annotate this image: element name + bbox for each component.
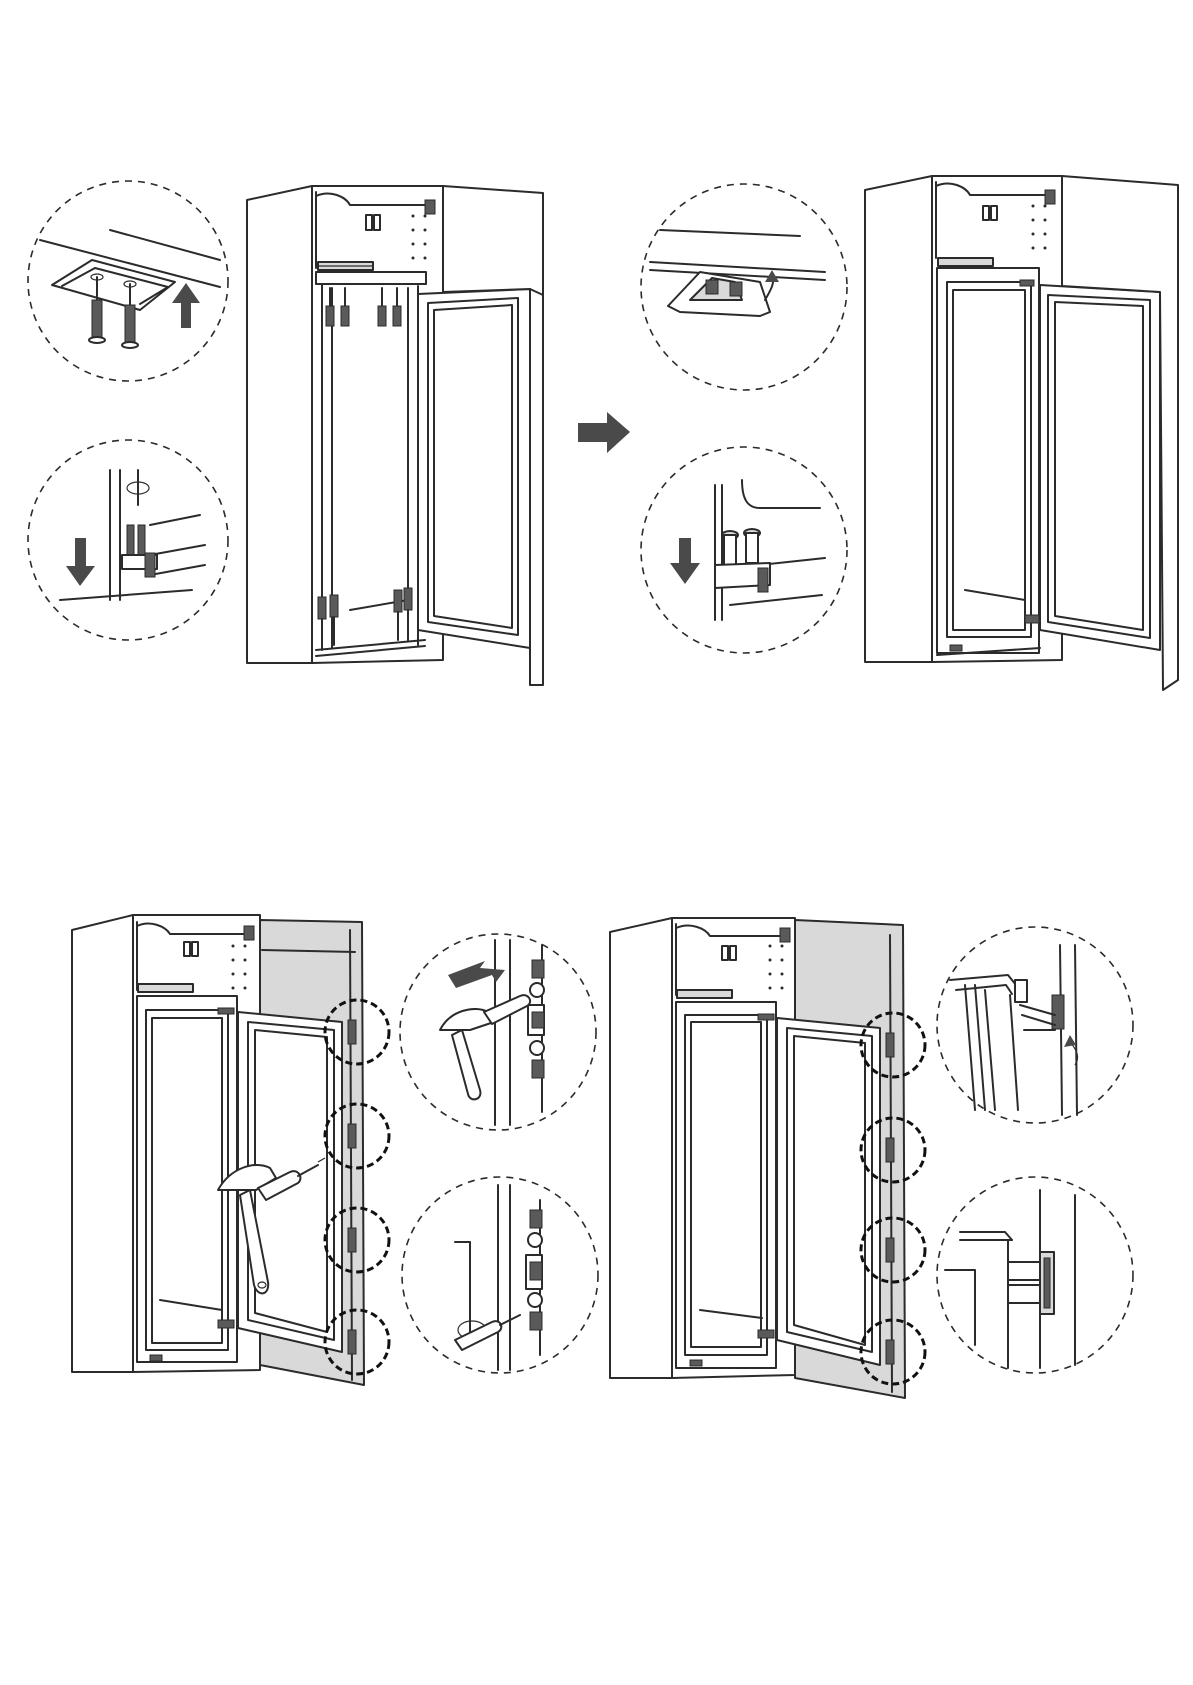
detail-top xyxy=(641,184,847,390)
cabinet xyxy=(247,186,443,663)
detail-top xyxy=(28,181,228,381)
cabinet xyxy=(610,918,795,1378)
detail-bottom xyxy=(641,447,847,653)
cabinet xyxy=(72,915,260,1372)
detail-top xyxy=(400,934,596,1130)
step-1-panel xyxy=(28,181,543,685)
step-2-panel xyxy=(641,176,1178,690)
step-4-panel xyxy=(610,918,1133,1398)
appliance-installed xyxy=(937,268,1040,655)
detail-bottom xyxy=(937,1177,1133,1373)
arrow-right-icon xyxy=(578,412,630,453)
step-3-panel xyxy=(72,915,598,1385)
detail-bottom xyxy=(402,1177,598,1373)
detail-top xyxy=(937,927,1133,1123)
detail-bottom xyxy=(28,440,228,640)
